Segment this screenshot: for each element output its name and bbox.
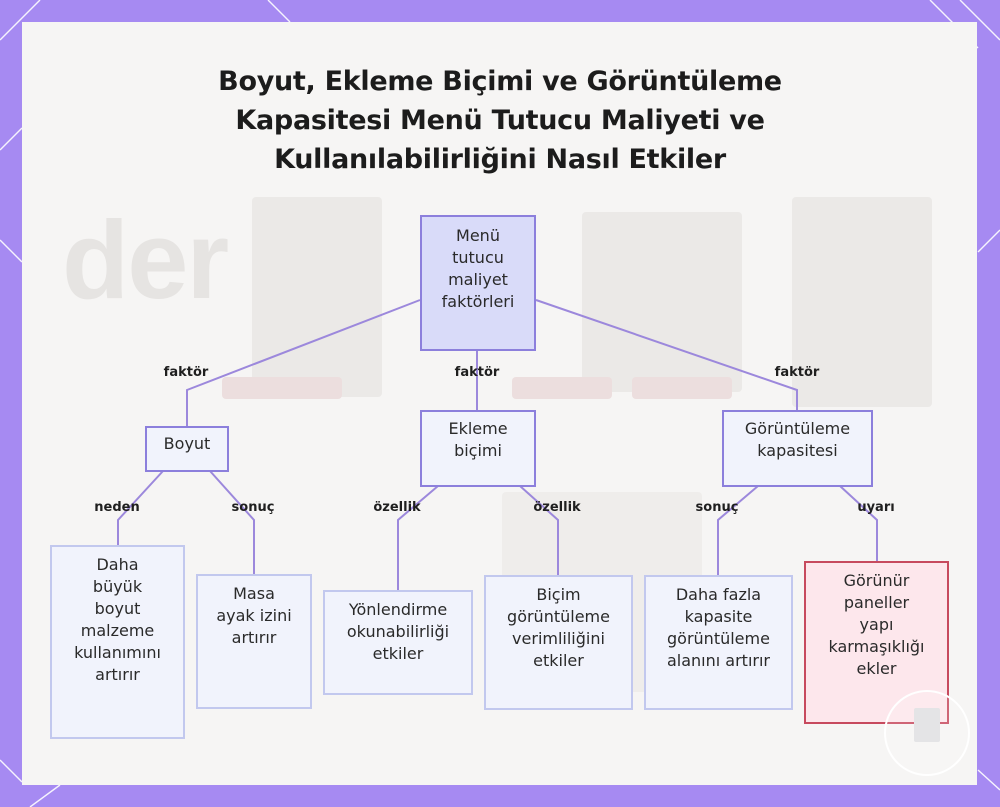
edge-root-size: [186, 299, 421, 426]
edge-label-neden: neden: [94, 500, 140, 515]
node-root: Menü tutucu maliyet faktörleri: [420, 215, 536, 351]
node-insert-format: Biçim görüntüleme verimliliğini etkiler: [484, 575, 633, 710]
node-text: ayak izini: [216, 606, 292, 625]
node-text: ekler: [856, 659, 897, 678]
node-text: Yönlendirme: [348, 600, 448, 619]
node-text: etkiler: [372, 644, 424, 663]
node-text: kapasitesi: [757, 441, 838, 460]
background-shape: [252, 197, 382, 397]
node-text: artırır: [231, 628, 277, 647]
node-text: malzeme: [80, 621, 155, 640]
node-text: artırır: [95, 665, 140, 684]
node-text: Görüntüleme: [744, 419, 851, 438]
node-text: Görünür: [843, 571, 910, 590]
node-text: verimliliğini: [512, 629, 605, 648]
node-text: Daha: [96, 555, 139, 574]
node-text: Biçim: [536, 585, 581, 604]
title-line: Kullanılabilirliğini Nasıl Etkiler: [274, 144, 726, 175]
background-shape: [512, 377, 612, 399]
document-icon: [914, 708, 940, 742]
node-text: yapı: [859, 615, 894, 634]
edge-cap-result: [717, 485, 759, 575]
node-text: faktörleri: [441, 292, 515, 311]
edge-label-sonuc: sonuç: [695, 500, 739, 515]
node-text: Ekleme: [448, 419, 508, 438]
node-text: büyük: [92, 577, 143, 596]
background-shape: [222, 377, 342, 399]
edge-label-ozellik: özellik: [533, 500, 581, 515]
node-text: etkiler: [533, 651, 584, 670]
edge-label-uyari: uyarı: [857, 500, 895, 515]
node-insert-orientation: Yönlendirme okunabilirliği etkiler: [323, 590, 473, 695]
diagram-title: Boyut, Ekleme Biçimi ve Görüntüleme Kapa…: [150, 62, 850, 179]
node-text: görüntüleme: [507, 607, 610, 626]
edge-root-capacity: [535, 299, 798, 410]
node-text: kullanımını: [74, 643, 161, 662]
node-text: Menü: [456, 226, 500, 245]
node-text: okunabilirliği: [346, 622, 450, 641]
background-shape: [632, 377, 732, 399]
node-size: Boyut: [145, 426, 229, 472]
edge-label-ozellik: özellik: [373, 500, 421, 515]
title-line: Boyut, Ekleme Biçimi ve Görüntüleme: [218, 66, 782, 97]
node-text: boyut: [94, 599, 141, 618]
edge-insert-format: [519, 485, 559, 575]
node-display-capacity: Görüntüleme kapasitesi: [722, 410, 873, 487]
node-text: Daha fazla: [675, 585, 762, 604]
node-size-cause: Daha büyük boyut malzeme kullanımını art…: [50, 545, 185, 739]
edge-label-sonuc: sonuç: [231, 500, 275, 515]
node-text: paneller: [843, 593, 910, 612]
title-line: Kapasitesi Menü Tutucu Maliyeti ve: [235, 105, 765, 136]
edge-size-cause: [117, 470, 164, 545]
node-capacity-result: Daha fazla kapasite görüntüleme alanını …: [644, 575, 793, 710]
node-text: alanını artırır: [666, 651, 770, 670]
node-text: maliyet: [448, 270, 508, 289]
node-text: görüntüleme: [667, 629, 770, 648]
background-shape: [792, 197, 932, 407]
corner-badge: [884, 690, 970, 776]
background-watermark: der: [62, 199, 229, 322]
node-text: karmaşıklığı: [828, 637, 925, 656]
edge-size-result: [209, 470, 255, 574]
node-insert-method: Ekleme biçimi: [420, 410, 536, 487]
node-text: Boyut: [163, 434, 211, 453]
edge-label-faktor: faktör: [454, 365, 500, 380]
edge-cap-warn: [839, 485, 878, 561]
node-text: kapasite: [684, 607, 753, 626]
node-size-result: Masa ayak izini artırır: [196, 574, 312, 709]
edge-insert-orient: [397, 485, 439, 590]
node-text: biçimi: [454, 441, 502, 460]
edge-label-faktor: faktör: [163, 365, 209, 380]
edge-label-faktor: faktör: [774, 365, 820, 380]
node-text: Masa: [233, 584, 275, 603]
node-text: tutucu: [452, 248, 504, 267]
